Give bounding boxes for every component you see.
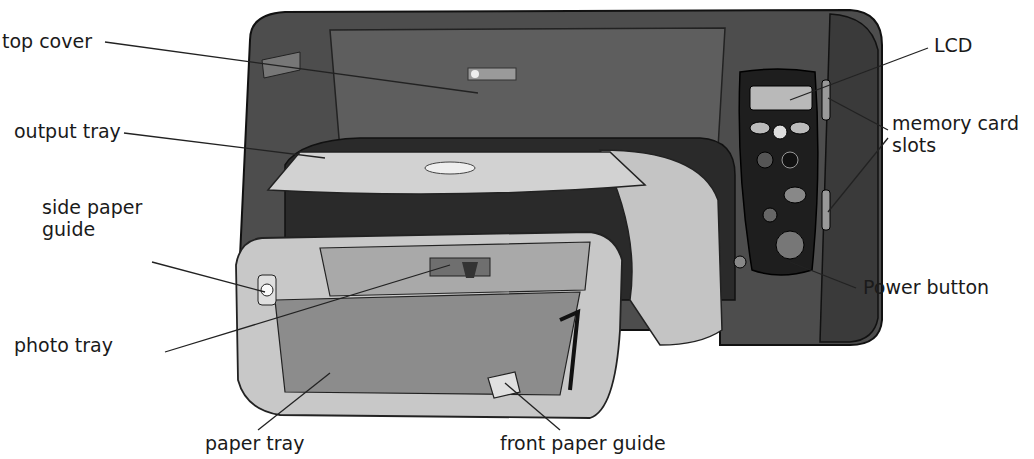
leader-line xyxy=(165,265,450,352)
leader-line xyxy=(258,373,330,430)
logo-plate xyxy=(468,68,516,80)
control-panel xyxy=(739,69,818,275)
panel-button xyxy=(757,152,773,168)
part-label: top cover xyxy=(2,30,122,52)
part-label: LCD xyxy=(934,34,1014,56)
panel-button xyxy=(750,122,770,134)
part-label: side paper guide xyxy=(42,196,160,240)
part-label: photo tray xyxy=(14,334,144,356)
panel-button xyxy=(773,125,787,139)
panel-button xyxy=(790,122,810,134)
leader-line xyxy=(828,98,888,130)
photo-tray xyxy=(320,242,590,296)
panel-button xyxy=(782,152,798,168)
lcd-screen xyxy=(750,86,812,110)
tray-rail xyxy=(560,312,578,390)
front-paper-guide xyxy=(488,372,520,398)
leader-line xyxy=(828,138,888,212)
part-label: front paper guide xyxy=(500,432,700,454)
part-label: Power button xyxy=(863,276,1013,298)
guide-knob xyxy=(261,284,273,296)
panel-button xyxy=(784,187,806,203)
leader-line xyxy=(124,133,325,158)
leader-line xyxy=(105,42,478,93)
part-label: paper tray xyxy=(205,432,335,454)
leader-line xyxy=(505,383,560,430)
leader-line xyxy=(152,262,265,292)
top-cover xyxy=(330,28,725,150)
leader-line xyxy=(790,262,856,288)
photo-tray-slot xyxy=(430,258,490,276)
panel-button xyxy=(776,231,804,259)
part-label: output tray xyxy=(14,120,144,142)
power-button xyxy=(734,256,746,268)
part-label: memory card slots xyxy=(892,112,1022,156)
leader-line xyxy=(790,48,928,100)
tray-notch xyxy=(425,162,475,174)
brand-badge xyxy=(262,52,300,78)
logo-mark xyxy=(471,70,479,78)
paper-tray xyxy=(236,232,622,418)
photo-tray-tab xyxy=(462,262,478,278)
panel-button xyxy=(763,208,777,222)
side-paper-guide xyxy=(258,275,276,305)
